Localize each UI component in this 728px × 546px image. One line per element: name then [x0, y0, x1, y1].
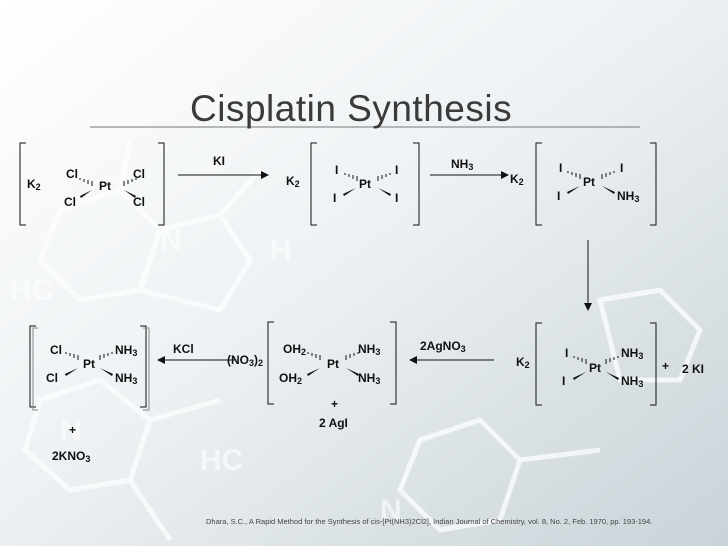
atom-pt: Pt [327, 357, 339, 371]
atom-i: I [620, 161, 624, 175]
bracket-right-2 [413, 142, 420, 226]
atom-i: I [559, 161, 563, 175]
bracket-left-2 [310, 142, 317, 226]
atom-i: I [395, 191, 399, 205]
atom-pt: Pt [83, 357, 95, 371]
ligand-nh3: NH3 [115, 343, 138, 358]
atom-cl: Cl [66, 167, 78, 181]
atom-pt: Pt [583, 175, 595, 189]
reagent-agno3: 2AgNO3 [420, 339, 466, 354]
svg-text:N: N [380, 494, 402, 527]
bracket-right-product [140, 325, 147, 408]
wedge-bond [80, 190, 92, 198]
atom-pt: Pt [359, 177, 371, 191]
hashed-bond [567, 171, 581, 179]
atom-pt: Pt [99, 179, 111, 193]
wedge-bond [124, 190, 136, 198]
wedge-bond [343, 188, 356, 196]
ligand-nh3: NH3 [621, 374, 644, 389]
hashed-bond [307, 352, 321, 360]
bracket-right-1 [158, 142, 165, 226]
bracket-left-4 [535, 322, 542, 406]
wedge-bond [606, 372, 619, 380]
ligand-oh2: OH2 [283, 342, 307, 357]
counter-ion-k2: K2 [286, 174, 300, 189]
ligand-nh3: NH3 [358, 342, 381, 357]
bracket-right-4 [650, 322, 657, 406]
hashed-bond [601, 171, 615, 179]
counter-ion-k2: K2 [516, 355, 530, 370]
byproduct-kno3: 2KNO3 [52, 449, 91, 464]
wedge-bond [573, 372, 586, 380]
atom-i: I [565, 346, 569, 360]
reagent-plus: + [331, 397, 339, 411]
svg-text:H: H [270, 234, 292, 267]
hashed-bond [123, 178, 137, 186]
counter-ion-k2: K2 [27, 177, 41, 192]
bracket-right-5 [390, 321, 397, 405]
ligand-nh3: NH3 [358, 371, 381, 386]
wedge-bond [567, 186, 580, 194]
hashed-bond [79, 178, 93, 186]
slide-title: Cisplatin Synthesis [190, 88, 513, 129]
reagent-nh3: NH3 [451, 157, 474, 172]
ligand-oh2: OH2 [279, 371, 303, 386]
reagent-kcl: KCl [173, 342, 194, 356]
atom-cl: Cl [133, 195, 145, 209]
counter-ion-k2: K2 [510, 172, 524, 187]
byproduct-2agi: 2 AgI [319, 416, 348, 430]
atom-i: I [395, 163, 399, 177]
byproduct-2ki: 2 KI [682, 362, 705, 376]
wedge-bond [378, 188, 391, 196]
svg-text:N: N [160, 224, 182, 257]
ligand-nh3: NH3 [617, 189, 640, 204]
atom-cl: Cl [46, 371, 58, 385]
atom-cl: Cl [50, 343, 62, 357]
hashed-bond [99, 352, 113, 360]
hashed-bond [377, 173, 391, 181]
citation: Dhara, S.C., A Rapid Method for the Synt… [206, 517, 653, 526]
ligand-nh3: NH3 [115, 371, 138, 386]
reagent-plus: + [69, 423, 77, 437]
atom-i: I [333, 191, 337, 205]
ligand-nh3: NH3 [621, 346, 644, 361]
wedge-bond [346, 368, 359, 376]
bracket-right-3 [650, 142, 657, 226]
wedge-bond [602, 186, 615, 194]
hashed-bond [345, 352, 359, 360]
reagent-ki: KI [213, 154, 225, 168]
hashed-bond [573, 356, 587, 364]
atom-cl: Cl [133, 167, 145, 181]
wedge-bond [307, 368, 320, 376]
wedge-bond [100, 368, 113, 376]
reagent-plus: + [662, 359, 670, 373]
atom-i: I [562, 374, 566, 388]
atom-i: I [557, 189, 561, 203]
atom-cl: Cl [64, 195, 76, 209]
atom-pt: Pt [589, 361, 601, 375]
svg-text:HC: HC [10, 274, 53, 307]
svg-text:N: N [60, 414, 82, 447]
wedge-bond [65, 368, 78, 376]
hashed-bond [344, 173, 358, 181]
hashed-bond [605, 356, 619, 364]
svg-text:HC: HC [200, 444, 243, 477]
bracket-left-1 [19, 142, 26, 226]
bracket-left-3 [535, 142, 542, 226]
hashed-bond [65, 352, 79, 360]
counter-ion-no3: (NO3)2 [227, 353, 264, 368]
atom-i: I [335, 163, 339, 177]
bracket-left-5 [267, 321, 274, 405]
